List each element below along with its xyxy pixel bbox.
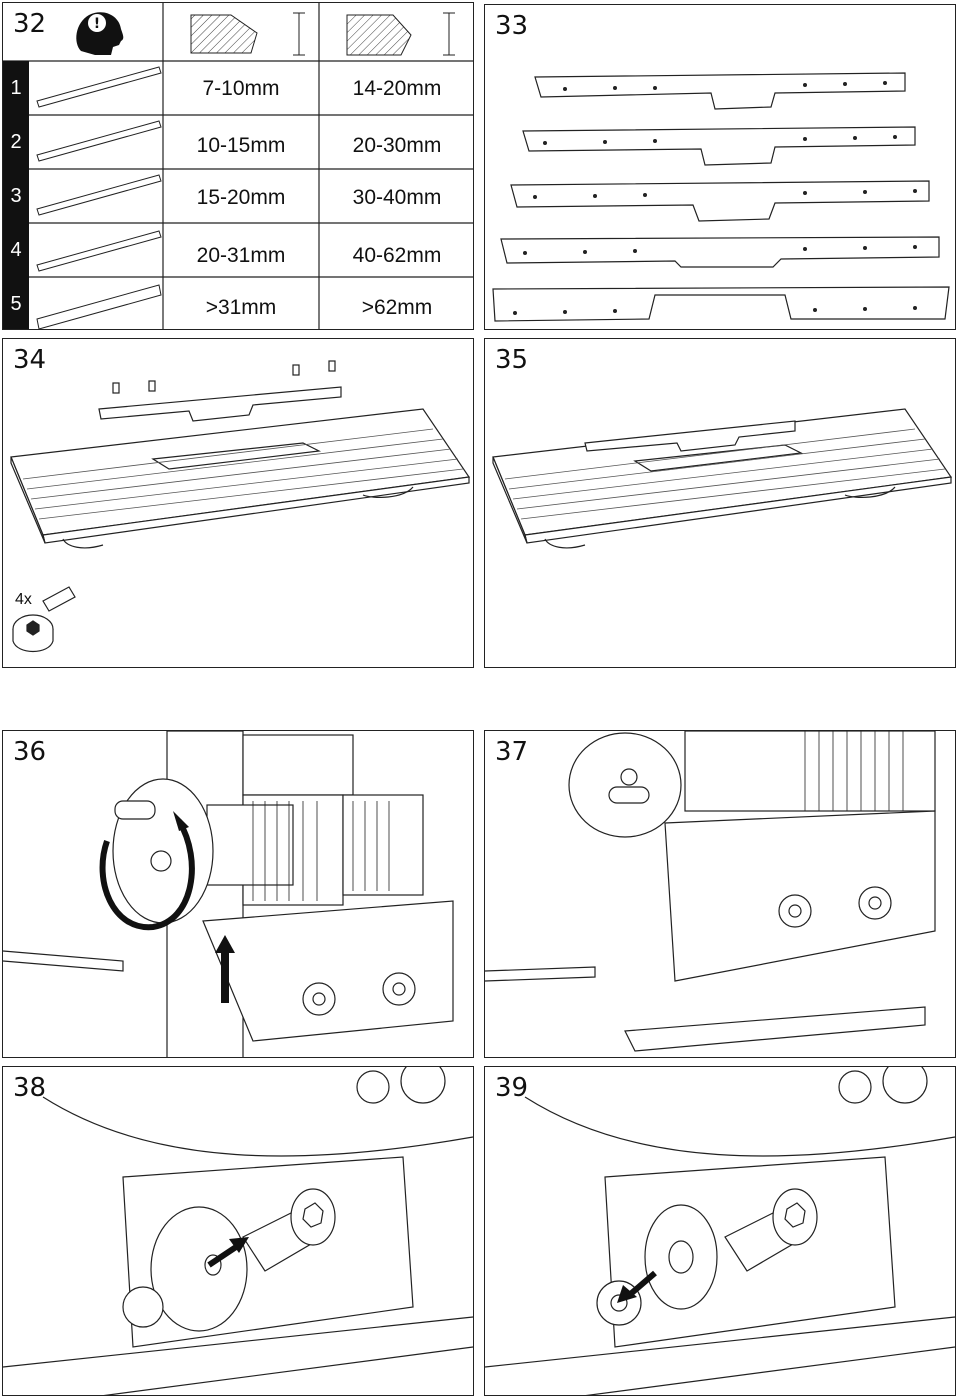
- step-number: 39: [495, 1073, 529, 1103]
- step-39-panel: 39: [484, 1066, 956, 1396]
- step-33-panel: 33: [484, 4, 956, 330]
- cutter-removed-illustration: [485, 1067, 955, 1395]
- step-number: 35: [495, 345, 529, 375]
- table-assembled-illustration: [492, 408, 953, 549]
- cell-r2-c1: 10-15mm: [196, 134, 286, 157]
- fence-rails-illustration: [492, 72, 950, 322]
- step-37-panel: 37: [484, 730, 956, 1058]
- table-with-fence-illustration: [10, 360, 471, 653]
- cell-r3-c1: 15-20mm: [196, 186, 286, 209]
- row-label-1: 1: [3, 61, 29, 115]
- step-number: 34: [13, 345, 47, 375]
- step-number: 38: [13, 1073, 47, 1103]
- cell-r4-c1: 20-31mm: [196, 244, 286, 267]
- svg-text:!: !: [94, 16, 100, 32]
- cell-r1-c2: 14-20mm: [352, 77, 442, 100]
- step-number: 36: [13, 737, 47, 767]
- cell-r5-c2: >62mm: [361, 296, 433, 319]
- rotation-arrowhead-icon: [173, 811, 189, 831]
- workpiece-profile-thick: [346, 12, 455, 56]
- cell-r5-c1: >31mm: [205, 296, 277, 319]
- cell-r3-c2: 30-40mm: [352, 186, 442, 209]
- rotation-arrow-icon: [99, 819, 195, 931]
- step-35-panel: 35: [484, 338, 956, 668]
- step-36-panel: 36: [2, 730, 474, 1058]
- quantity-label: 4x: [15, 591, 32, 608]
- step-38-panel: 38: [2, 1066, 474, 1396]
- cell-r1-c1: 7-10mm: [202, 77, 280, 100]
- hex-socket-screw-icon: [12, 586, 76, 653]
- row-label-2: 2: [3, 115, 29, 169]
- up-arrow-icon: [215, 935, 235, 1003]
- rail-illustrations: [36, 66, 162, 329]
- table-grid: !: [3, 3, 473, 329]
- step-32-table: 32 !: [2, 2, 474, 330]
- cell-r4-c2: 40-62mm: [352, 244, 442, 267]
- step-number: 33: [495, 11, 529, 41]
- row-label-3: 3: [3, 169, 29, 223]
- arrow-icon: [207, 1237, 249, 1268]
- step-number: 32: [13, 9, 47, 39]
- row-label-4: 4: [3, 223, 29, 277]
- motor-lowered-illustration: [485, 731, 936, 1052]
- arrow-icon: [617, 1270, 657, 1303]
- head-exclamation-icon: !: [76, 12, 124, 55]
- step-number: 37: [495, 737, 529, 767]
- cell-r2-c2: 20-30mm: [352, 134, 442, 157]
- step-34-panel: 34 4x: [2, 338, 474, 668]
- row-label-5: 5: [3, 277, 29, 329]
- cutter-washer-illustration: [3, 1067, 473, 1395]
- motor-handwheel-illustration: [3, 731, 454, 1057]
- workpiece-profile-thin: [190, 12, 305, 56]
